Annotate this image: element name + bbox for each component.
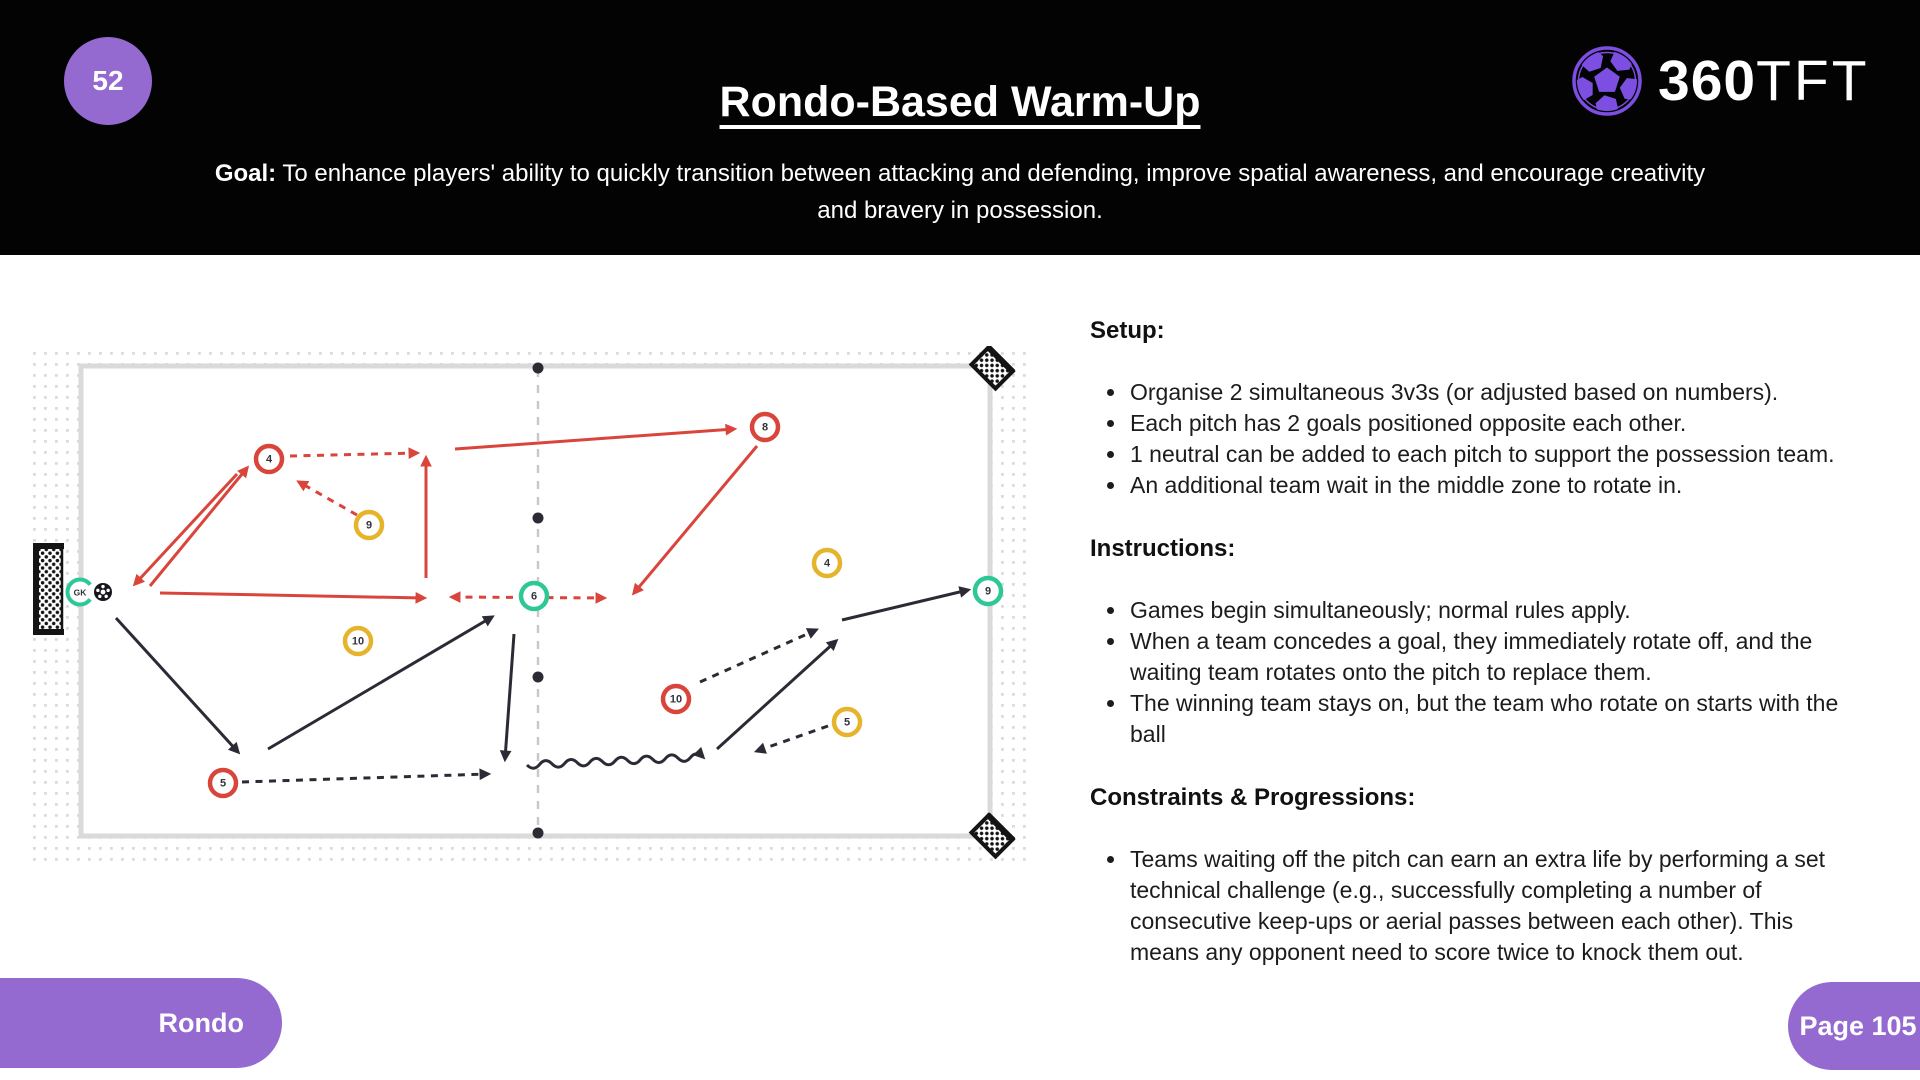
svg-text:10: 10	[352, 636, 364, 648]
svg-text:9: 9	[366, 520, 372, 532]
svg-text:GK: GK	[74, 588, 88, 598]
bullet-item: 1 neutral can be added to each pitch to …	[1128, 439, 1860, 470]
session-notes: Setup: Organise 2 simultaneous 3v3s (or a…	[1090, 316, 1860, 1001]
bullet-item: When a team concedes a goal, they immedi…	[1128, 626, 1860, 688]
drill-number: 52	[92, 65, 124, 96]
solid-arrow-red	[132, 472, 239, 587]
zone-marker-dot	[532, 671, 544, 683]
ball-icon	[94, 583, 112, 601]
section-heading-0: Setup:	[1090, 317, 1165, 344]
drill-number-badge: 52	[64, 37, 152, 125]
bullet-item: An additional team wait in the middle zo…	[1128, 470, 1860, 501]
section-list-2: Teams waiting off the pitch can earn an …	[1090, 844, 1860, 968]
section-heading-1: Instructions:	[1090, 535, 1236, 562]
solid-arrow-red	[454, 423, 738, 451]
zone-marker-dot	[532, 362, 544, 374]
goal-label: Goal:	[214, 160, 277, 187]
player-marker-yellow-5: 5	[831, 706, 863, 738]
corner-goal-top	[968, 344, 1016, 392]
player-marker-red-5: 5	[207, 767, 239, 799]
logo-360tft: 360TFT	[1568, 42, 1870, 120]
svg-text:4: 4	[824, 558, 831, 570]
solid-arrow-ink	[841, 586, 972, 622]
player-marker-red-10: 10	[660, 683, 692, 715]
logo-wordmark: 360TFT	[1658, 49, 1870, 113]
solid-arrow-ink	[499, 633, 516, 763]
category-label: Rondo	[158, 1007, 244, 1038]
solid-arrow-red	[631, 445, 759, 596]
solid-arrow-ink	[715, 638, 839, 751]
dashed-arrow-red	[296, 480, 358, 517]
player-marker-yellow-10: 10	[342, 625, 374, 657]
svg-text:6: 6	[531, 591, 537, 603]
header-bar: 52 Rondo-Based Warm-Up Goal: To enhance …	[0, 0, 1920, 255]
pitch-diagram-svg: GK 4 9 10 5 6 8 10 4 5 9	[32, 344, 1032, 866]
zone-marker-dot	[532, 512, 544, 524]
dashed-arrow-ink	[241, 768, 492, 784]
zone-marker-dot	[532, 827, 544, 839]
svg-text:5: 5	[220, 778, 226, 790]
player-marker-teal-6: 6	[518, 580, 550, 612]
goal-text-line2: and bravery in possession.	[817, 197, 1103, 224]
page-title: Rondo-Based Warm-Up	[719, 78, 1201, 126]
solid-arrow-ink	[267, 615, 495, 751]
player-marker-red-4: 4	[253, 443, 285, 475]
bullet-item: The winning team stays on, but the team …	[1128, 688, 1860, 750]
goal-statement: Goal: To enhance players' ability to qui…	[0, 155, 1920, 229]
section-heading-2: Constraints & Progressions:	[1090, 784, 1416, 811]
solid-arrow-ink	[114, 616, 241, 755]
page-number-pill: Page 105	[1788, 982, 1920, 1070]
soccer-ball-icon	[1572, 46, 1642, 116]
bullet-item: Each pitch has 2 goals positioned opposi…	[1128, 408, 1860, 439]
svg-text:8: 8	[762, 422, 768, 434]
player-marker-teal-gk: GK	[65, 577, 95, 607]
solid-arrow-red	[159, 591, 428, 604]
category-pill: Rondo	[0, 978, 282, 1068]
player-marker-yellow-4: 4	[811, 547, 843, 579]
svg-text:5: 5	[844, 717, 850, 729]
goal-text-line1: To enhance players' ability to quickly t…	[282, 160, 1706, 187]
pitch-diagram: GK 4 9 10 5 6 8 10 4 5 9	[32, 344, 1032, 866]
section-list-0: Organise 2 simultaneous 3v3s (or adjuste…	[1090, 377, 1860, 501]
svg-text:9: 9	[985, 586, 991, 598]
svg-text:10: 10	[670, 694, 682, 706]
page-number-label: Page 105	[1799, 1010, 1917, 1041]
dashed-arrow-red	[448, 591, 608, 604]
bullet-item: Organise 2 simultaneous 3v3s (or adjuste…	[1128, 377, 1860, 408]
player-marker-red-8: 8	[749, 411, 781, 443]
bullet-item: Games begin simultaneously; normal rules…	[1128, 595, 1860, 626]
svg-text:4: 4	[266, 454, 273, 466]
goal-left	[33, 543, 64, 635]
player-marker-teal-9: 9	[972, 575, 1004, 607]
bullet-item: Teams waiting off the pitch can earn an …	[1128, 844, 1860, 968]
corner-goal-bottom	[968, 812, 1016, 860]
section-list-1: Games begin simultaneously; normal rules…	[1090, 595, 1860, 750]
player-marker-yellow-9: 9	[353, 509, 385, 541]
dribble-squiggle-arrow	[525, 746, 706, 770]
solid-arrow-red	[148, 465, 250, 587]
